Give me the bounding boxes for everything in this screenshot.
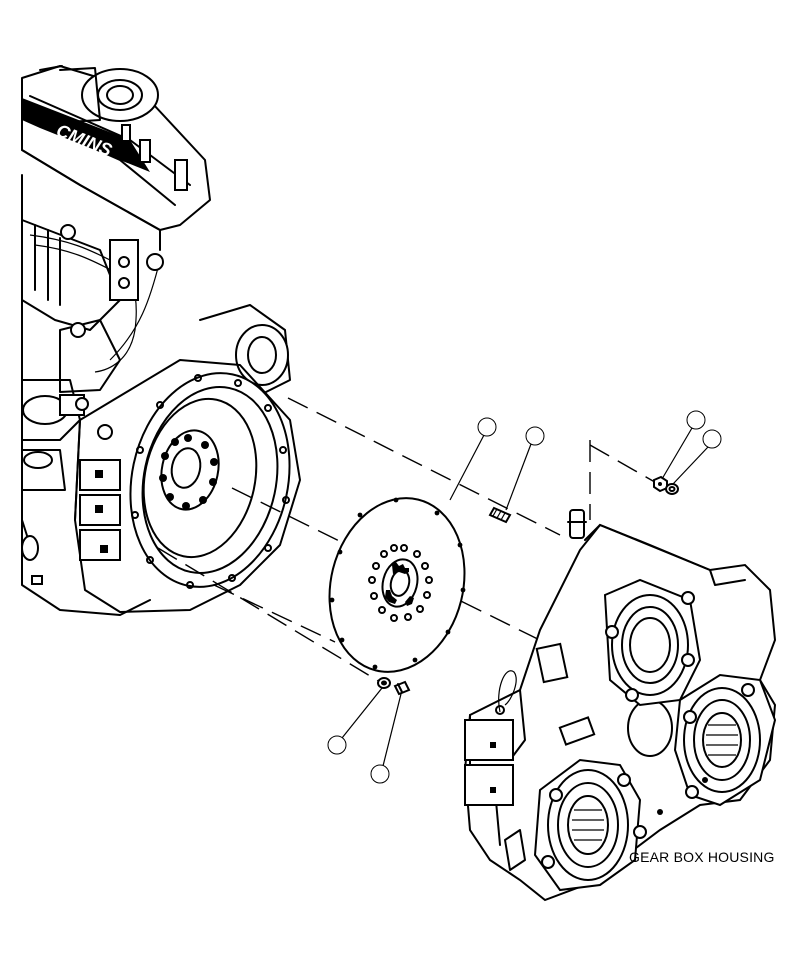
dowel-pin — [488, 506, 512, 524]
dowel-pin-callout — [505, 426, 545, 511]
flywheel-bolt-circle — [159, 434, 218, 510]
flexplate-callout — [449, 417, 497, 501]
lower-bolt — [393, 680, 411, 696]
upper-washer — [665, 483, 679, 495]
flexplate — [328, 497, 466, 673]
bolt-callout-lower — [370, 693, 402, 784]
engine-assembly: CMINS — [21, 65, 301, 616]
gear-box-housing-label: GEAR BOX HOUSING — [629, 849, 775, 865]
alignment-lines — [157, 397, 661, 683]
gear-box-housing — [463, 509, 777, 902]
flexplate-rim-holes — [329, 497, 466, 670]
nut-callout-upper — [661, 410, 706, 480]
washer-callout-upper — [672, 429, 722, 485]
flywheel-outer-bolts — [131, 374, 290, 589]
lower-washer — [377, 677, 391, 689]
flexplate-inner-holes — [368, 544, 433, 622]
washer-callout-lower — [327, 687, 383, 755]
